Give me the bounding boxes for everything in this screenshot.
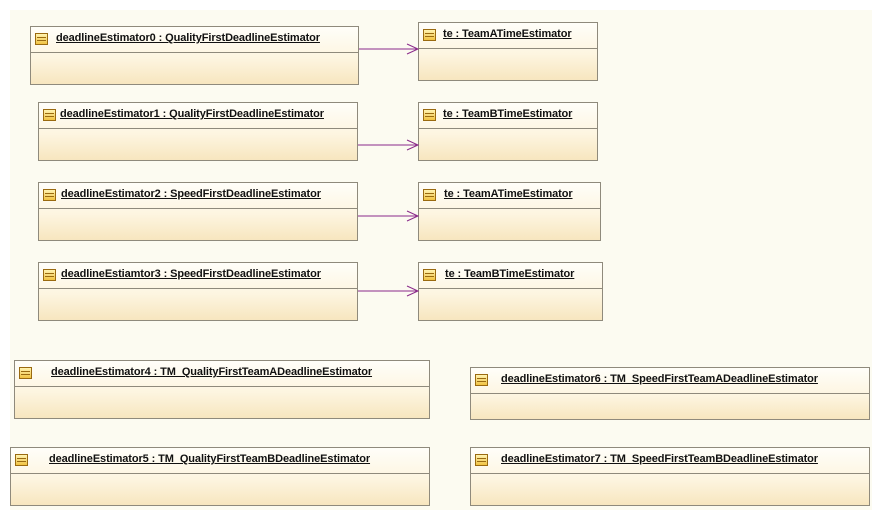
object-label: deadlineEstimator7 : TM_SpeedFirstTeamBD… [501, 453, 818, 465]
object-label: te : TeamBTimeEstimator [443, 108, 573, 120]
class-icon [423, 189, 436, 201]
object-header: deadlineEstimator0 : QualityFirstDeadlin… [31, 27, 358, 53]
class-icon [43, 269, 56, 281]
class-icon [35, 33, 48, 45]
object-time-estimator-1[interactable]: te : TeamBTimeEstimator [418, 102, 598, 161]
object-header: te : TeamATimeEstimator [419, 23, 597, 49]
object-deadline-estimator-6[interactable]: deadlineEstimator6 : TM_SpeedFirstTeamAD… [470, 367, 870, 420]
class-icon [43, 189, 56, 201]
object-label: deadlineEstimator6 : TM_SpeedFirstTeamAD… [501, 373, 818, 385]
object-label: te : TeamATimeEstimator [443, 28, 572, 40]
object-label: deadlineEstimator4 : TM_QualityFirstTeam… [51, 366, 373, 378]
object-label: deadlineEstimator5 : TM_QualityFirstTeam… [49, 453, 371, 465]
object-header: te : TeamBTimeEstimator [419, 263, 602, 289]
object-deadline-estimator-3[interactable]: deadlineEstiamtor3 : SpeedFirstDeadlineE… [38, 262, 358, 321]
object-deadline-estimator-1[interactable]: deadlineEstimator1 : QualityFirstDeadlin… [38, 102, 358, 161]
class-icon [423, 109, 436, 121]
object-label: te : TeamATimeEstimator [444, 188, 573, 200]
object-deadline-estimator-5[interactable]: deadlineEstimator5 : TM_QualityFirstTeam… [10, 447, 430, 506]
object-header: deadlineEstimator5 : TM_QualityFirstTeam… [11, 448, 429, 474]
object-time-estimator-0[interactable]: te : TeamATimeEstimator [418, 22, 598, 81]
object-label: deadlineEstiamtor3 : SpeedFirstDeadlineE… [61, 268, 321, 280]
object-header: deadlineEstiamtor3 : SpeedFirstDeadlineE… [39, 263, 357, 289]
object-label: deadlineEstimator1 : QualityFirstDeadlin… [60, 108, 324, 120]
class-icon [15, 454, 28, 466]
object-label: deadlineEstimator2 : SpeedFirstDeadlineE… [61, 188, 321, 200]
diagram-canvas [10, 10, 872, 510]
object-header: deadlineEstimator4 : TM_QualityFirstTeam… [15, 361, 429, 387]
object-header: te : TeamBTimeEstimator [419, 103, 597, 129]
object-header: deadlineEstimator1 : QualityFirstDeadlin… [39, 103, 357, 129]
class-icon [19, 367, 32, 379]
class-icon [475, 454, 488, 466]
object-header: deadlineEstimator2 : SpeedFirstDeadlineE… [39, 183, 357, 209]
object-time-estimator-3[interactable]: te : TeamBTimeEstimator [418, 262, 603, 321]
object-time-estimator-2[interactable]: te : TeamATimeEstimator [418, 182, 601, 241]
object-label: te : TeamBTimeEstimator [445, 268, 575, 280]
object-header: deadlineEstimator6 : TM_SpeedFirstTeamAD… [471, 368, 869, 394]
class-icon [423, 29, 436, 41]
object-deadline-estimator-7[interactable]: deadlineEstimator7 : TM_SpeedFirstTeamBD… [470, 447, 870, 506]
object-header: te : TeamATimeEstimator [419, 183, 600, 209]
object-deadline-estimator-0[interactable]: deadlineEstimator0 : QualityFirstDeadlin… [30, 26, 359, 85]
class-icon [43, 109, 56, 121]
class-icon [423, 269, 436, 281]
object-header: deadlineEstimator7 : TM_SpeedFirstTeamBD… [471, 448, 869, 474]
class-icon [475, 374, 488, 386]
object-deadline-estimator-4[interactable]: deadlineEstimator4 : TM_QualityFirstTeam… [14, 360, 430, 419]
object-label: deadlineEstimator0 : QualityFirstDeadlin… [56, 32, 320, 44]
object-deadline-estimator-2[interactable]: deadlineEstimator2 : SpeedFirstDeadlineE… [38, 182, 358, 241]
